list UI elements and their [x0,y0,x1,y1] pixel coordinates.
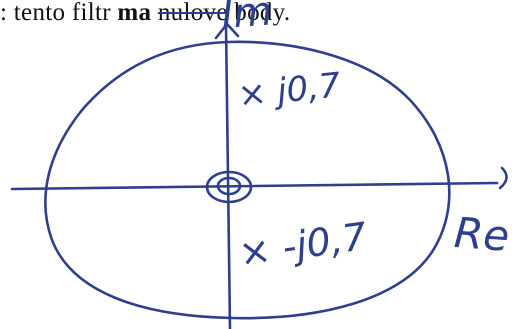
imaginary-axis-arrowhead [214,22,240,40]
origin-zero-outer-ring [205,170,253,204]
real-axis-label: Re [452,208,511,261]
origin-zero-inner-ring [216,176,242,196]
real-axis-line [10,181,499,191]
real-axis-arrowhead [498,166,508,190]
printed-text-prefix: : tento filtr [0,0,118,26]
printed-text-struck-word: nulove [157,0,228,26]
unit-circle-curve [44,40,451,320]
printed-text-line: : tento filtr ma nulove body. [0,0,290,26]
imaginary-axis-label: Im [220,0,274,38]
printed-text-suffix: body. [227,0,291,26]
printed-text-bold-word: ma [117,0,152,26]
